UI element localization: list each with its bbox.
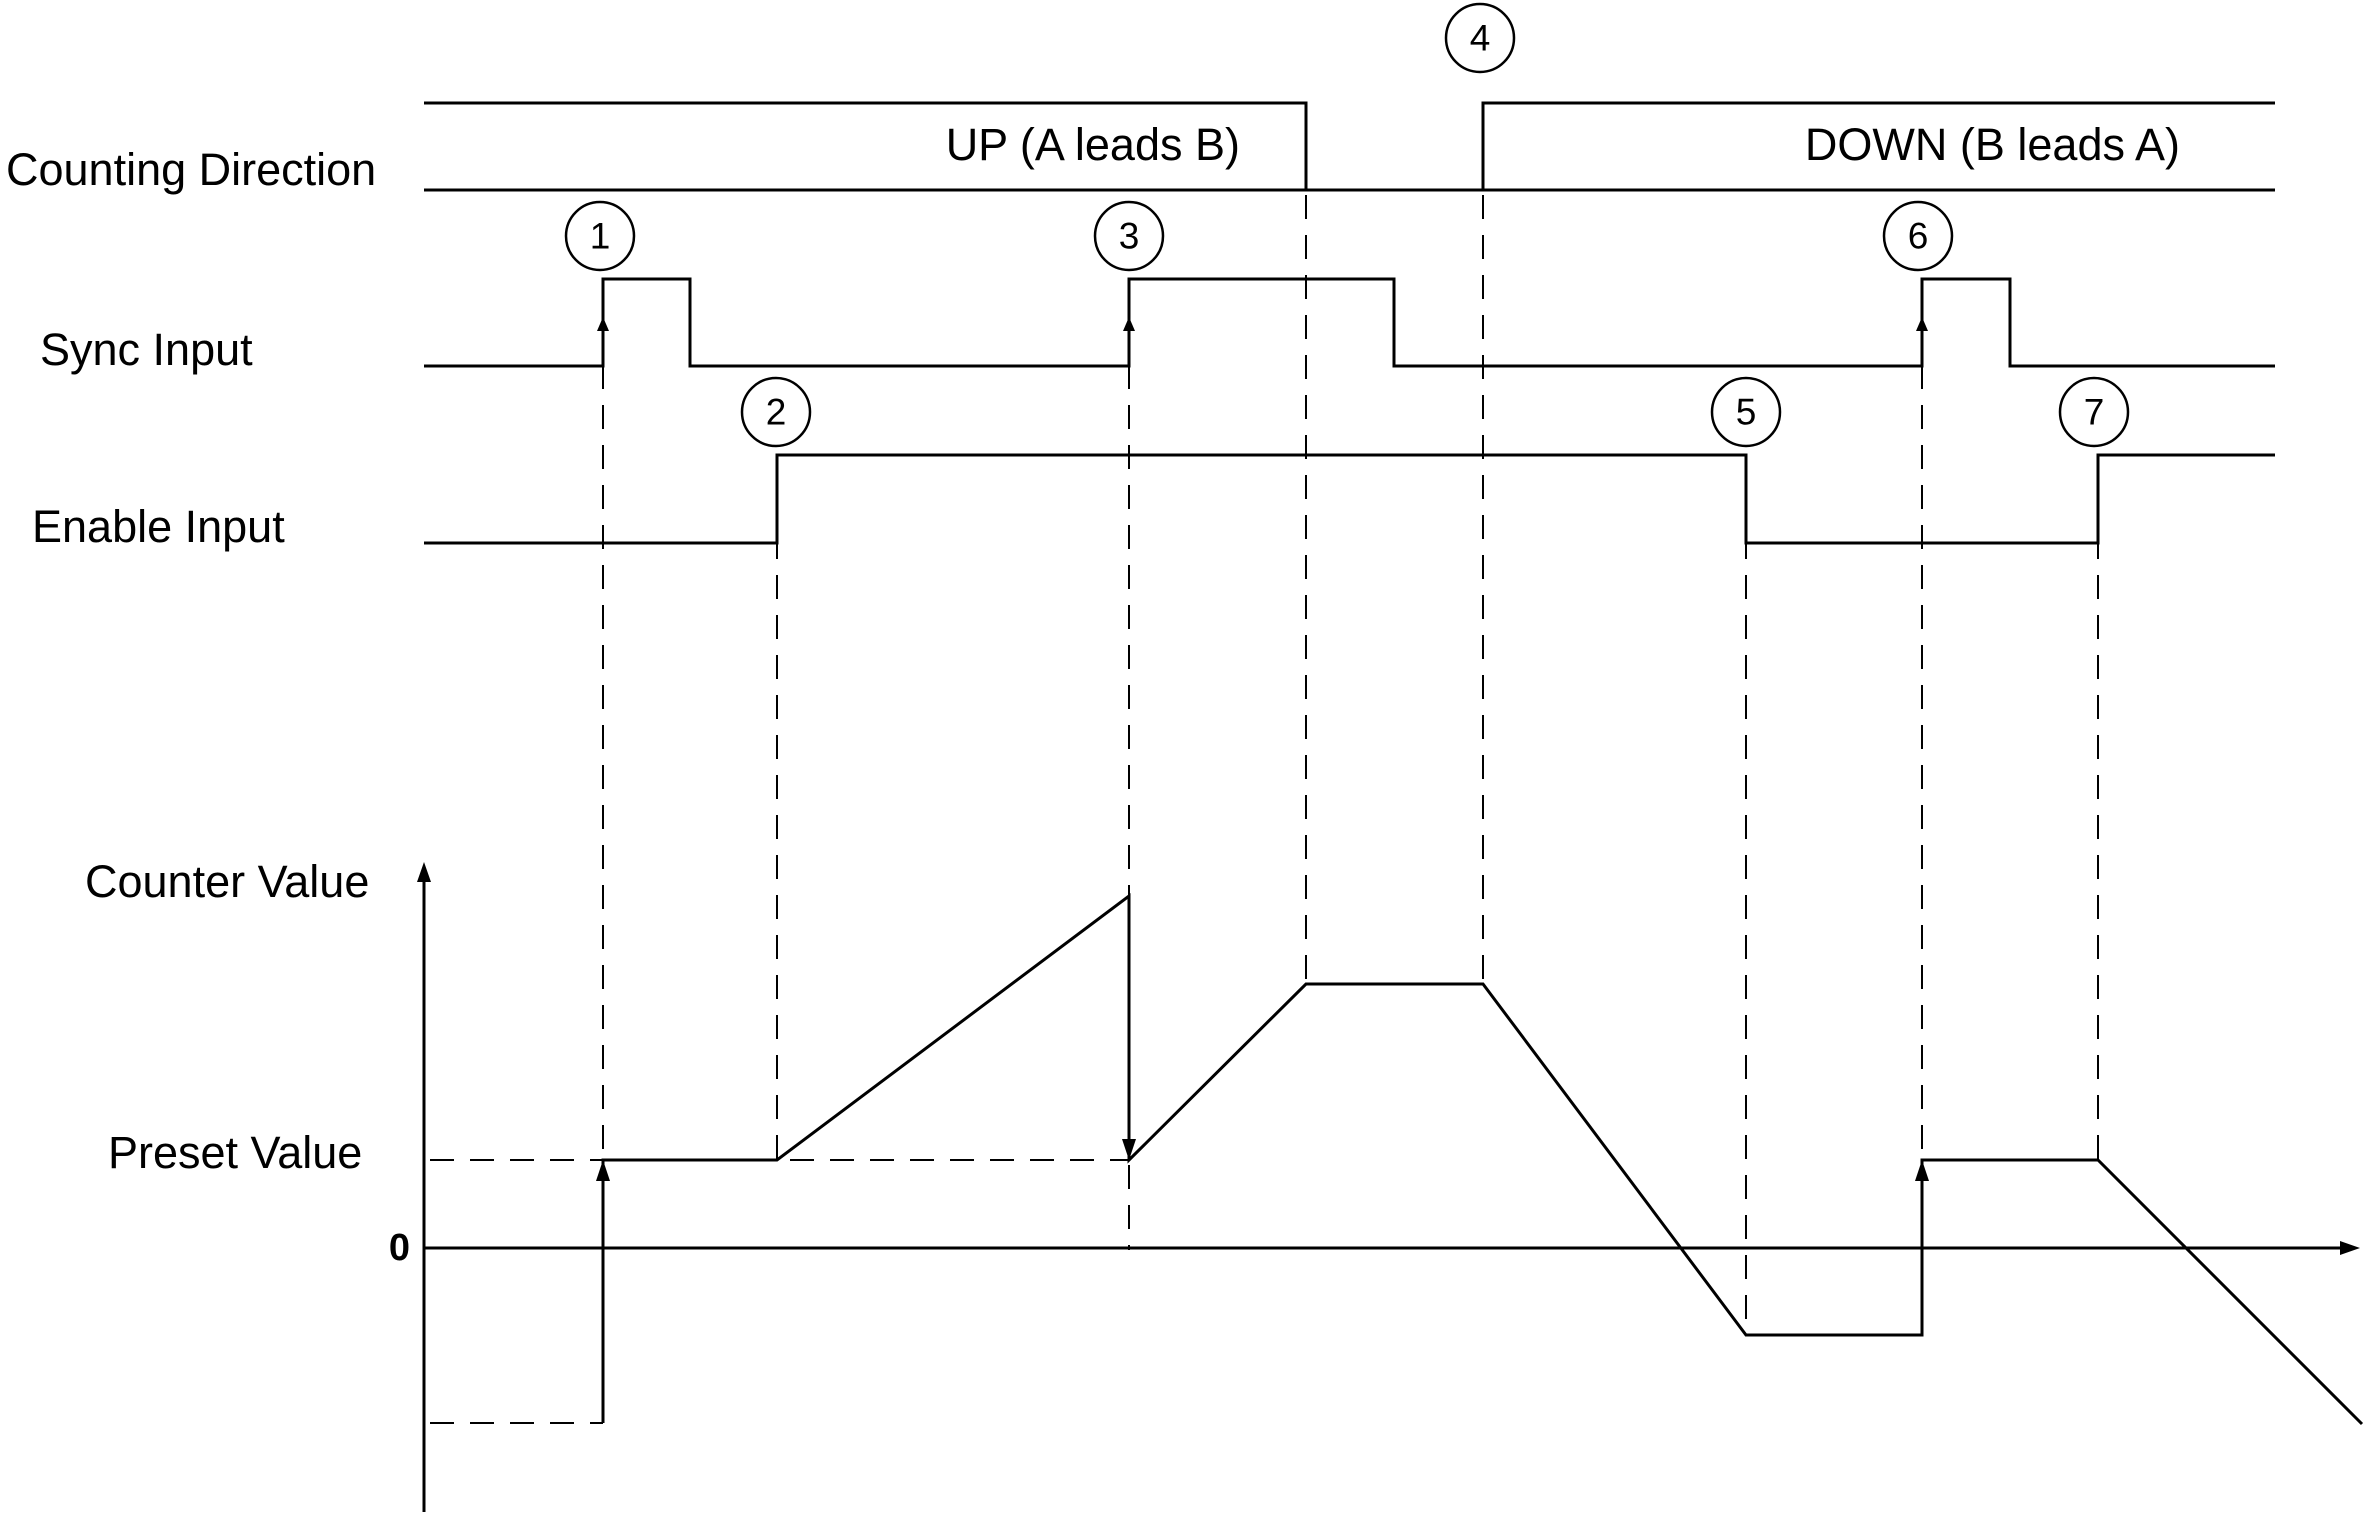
preset-reference-lines — [430, 1159, 1129, 1424]
counting-direction-label: Counting Direction — [6, 144, 376, 195]
event-number: 3 — [1119, 216, 1140, 257]
counter-value-graph: Counter Value Preset Value 0 — [85, 856, 2364, 1512]
event-marker-4: 4 — [1444, 2, 1516, 74]
event-number: 2 — [766, 392, 787, 433]
event-number: 7 — [2084, 392, 2105, 433]
preset-load-arrow-1 — [596, 1160, 610, 1181]
zero-label: 0 — [389, 1227, 410, 1269]
preset-load-arrow-6 — [1915, 1160, 1929, 1181]
event-number: 6 — [1908, 216, 1929, 257]
event-marker-3: 3 — [1093, 200, 1165, 272]
event-marker-2: 2 — [740, 376, 812, 448]
counting-direction-signal: UP (A leads B) DOWN (B leads A) — [424, 101, 2275, 192]
counter-value-axis-label: Counter Value — [85, 856, 369, 907]
x-axis-arrowhead — [2340, 1241, 2360, 1255]
direction-down-band — [1481, 101, 2275, 192]
event-guide-lines — [602, 195, 2099, 1335]
direction-down-label: DOWN (B leads A) — [1805, 119, 2180, 170]
event-markers: 1 2 3 4 5 6 7 — [564, 2, 2130, 448]
y-axis-arrowhead — [417, 862, 431, 882]
direction-up-label: UP (A leads B) — [946, 119, 1240, 170]
sync-input-label: Sync Input — [40, 324, 253, 375]
event-marker-6: 6 — [1882, 200, 1954, 272]
sync-input-signal — [424, 277, 2275, 368]
sync-rising-edge-arrow-6 — [1916, 317, 1928, 331]
event-number: 1 — [590, 216, 611, 257]
enable-input-signal — [424, 453, 2275, 545]
counter-value-trace — [601, 893, 2364, 1426]
event-marker-1: 1 — [564, 200, 636, 272]
sync-rising-edge-arrow-1 — [597, 317, 609, 331]
enable-input-label: Enable Input — [32, 501, 285, 552]
preset-load-arrow-3 — [1122, 1139, 1136, 1160]
sync-rising-edge-arrow-3 — [1123, 317, 1135, 331]
event-marker-7: 7 — [2058, 376, 2130, 448]
preset-value-label: Preset Value — [108, 1127, 362, 1178]
sync-input-waveform — [424, 277, 2275, 368]
event-number: 4 — [1470, 18, 1491, 59]
event-number: 5 — [1736, 392, 1757, 433]
direction-up-band — [424, 101, 1308, 192]
enable-input-waveform — [424, 453, 2275, 545]
event-marker-5: 5 — [1710, 376, 1782, 448]
